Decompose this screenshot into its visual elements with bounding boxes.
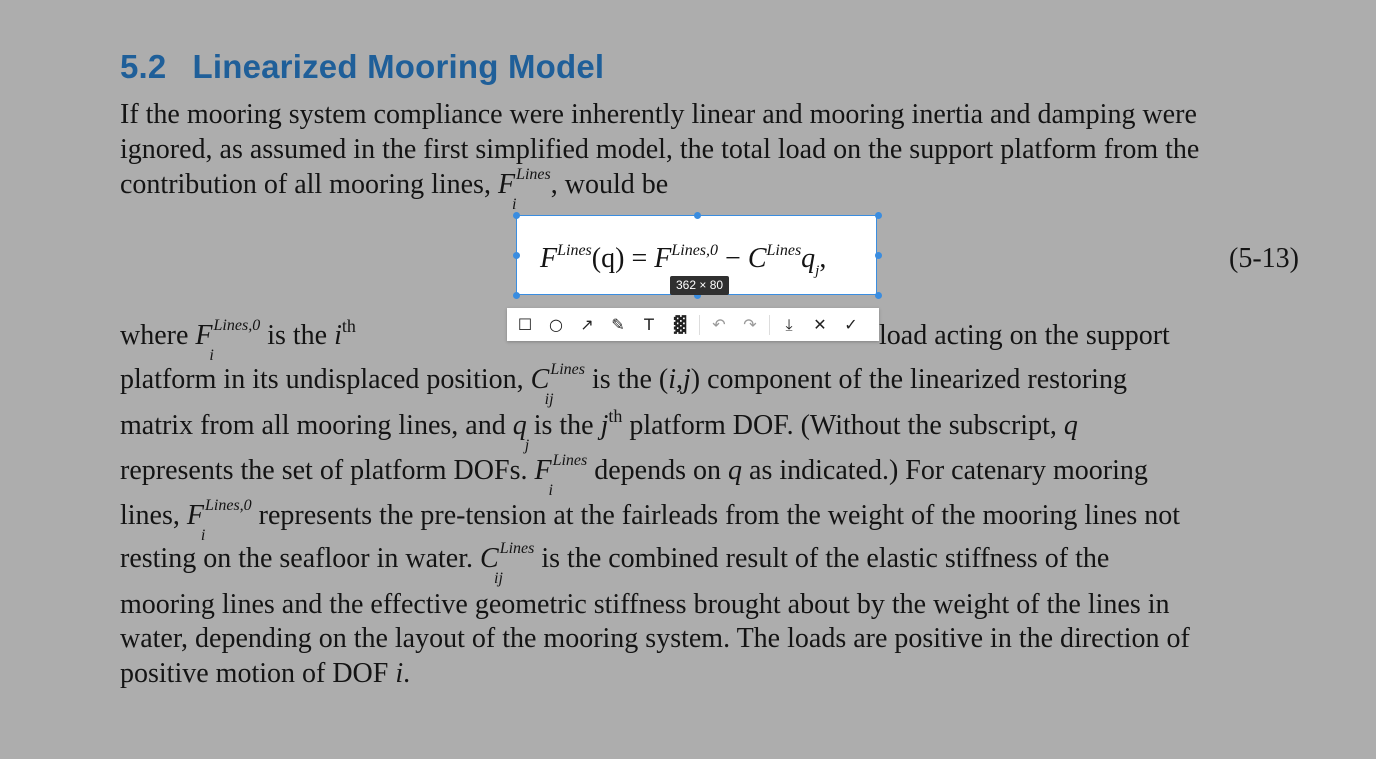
selection-size-label: 362 × 80 (670, 276, 730, 295)
close-icon[interactable]: ✕ (813, 315, 827, 334)
resize-handle[interactable] (694, 212, 701, 219)
arrow-tool-icon[interactable]: ↗ (580, 315, 594, 334)
paragraph-line-tail: load acting on the support (879, 320, 1170, 351)
section-title: Linearized Mooring Model (192, 48, 605, 85)
resize-handle[interactable] (875, 292, 882, 299)
resize-handle[interactable] (875, 212, 882, 219)
paragraph-line: represents the set of platform DOFs. FLi… (120, 452, 1148, 499)
resize-handle[interactable] (513, 252, 520, 259)
ellipse-tool-icon[interactable]: ○ (549, 315, 563, 334)
section-number: 5.2 (120, 48, 167, 85)
pen-tool-icon[interactable]: ✎ (611, 315, 625, 334)
toolbar-divider (699, 314, 700, 335)
mosaic-tool-icon[interactable]: ▓ (673, 315, 687, 334)
paragraph-line: platform in its undisplaced position, CL… (120, 361, 1127, 408)
resize-handle[interactable] (513, 212, 520, 219)
download-icon[interactable]: ⤓ (785, 314, 793, 334)
text-tool-icon[interactable]: T (644, 315, 654, 334)
paragraph-line: resting on the seafloor in water. CLines… (120, 540, 1110, 587)
paragraph-line: positive motion of DOF i. (120, 658, 411, 689)
redo-icon[interactable]: ↷ (743, 315, 757, 334)
equation-number: (5-13) (1229, 243, 1299, 274)
toolbar-divider (769, 314, 770, 335)
rectangle-tool-icon[interactable]: ☐ (517, 315, 533, 334)
text-segment: contribution of all mooring lines, (120, 169, 491, 200)
paragraph-line: contribution of all mooring lines, FLine… (120, 166, 669, 213)
confirm-icon[interactable]: ✓ (844, 315, 858, 334)
resize-handle[interactable] (875, 252, 882, 259)
undo-icon[interactable]: ↶ (712, 315, 726, 334)
paragraph-line: mooring lines and the effective geometri… (120, 589, 1170, 620)
resize-handle[interactable] (694, 292, 701, 299)
screenshot-toolbar: ☐ ○ ↗ ✎ T ▓ ↶ ↷ ⤓ ✕ ✓ (507, 308, 879, 341)
paragraph-line: ignored, as assumed in the first simplif… (120, 134, 1200, 165)
paragraph-line: water, depending on the layout of the mo… (120, 623, 1190, 654)
text-segment: , would be (550, 169, 669, 200)
resize-handle[interactable] (513, 292, 520, 299)
section-heading: 5.2 Linearized Mooring Model (120, 48, 604, 86)
paragraph-line: If the mooring system compliance were in… (120, 99, 1197, 130)
equation-5-13: FLines(q) = FLines,0 − CLinesqj, (540, 242, 827, 279)
